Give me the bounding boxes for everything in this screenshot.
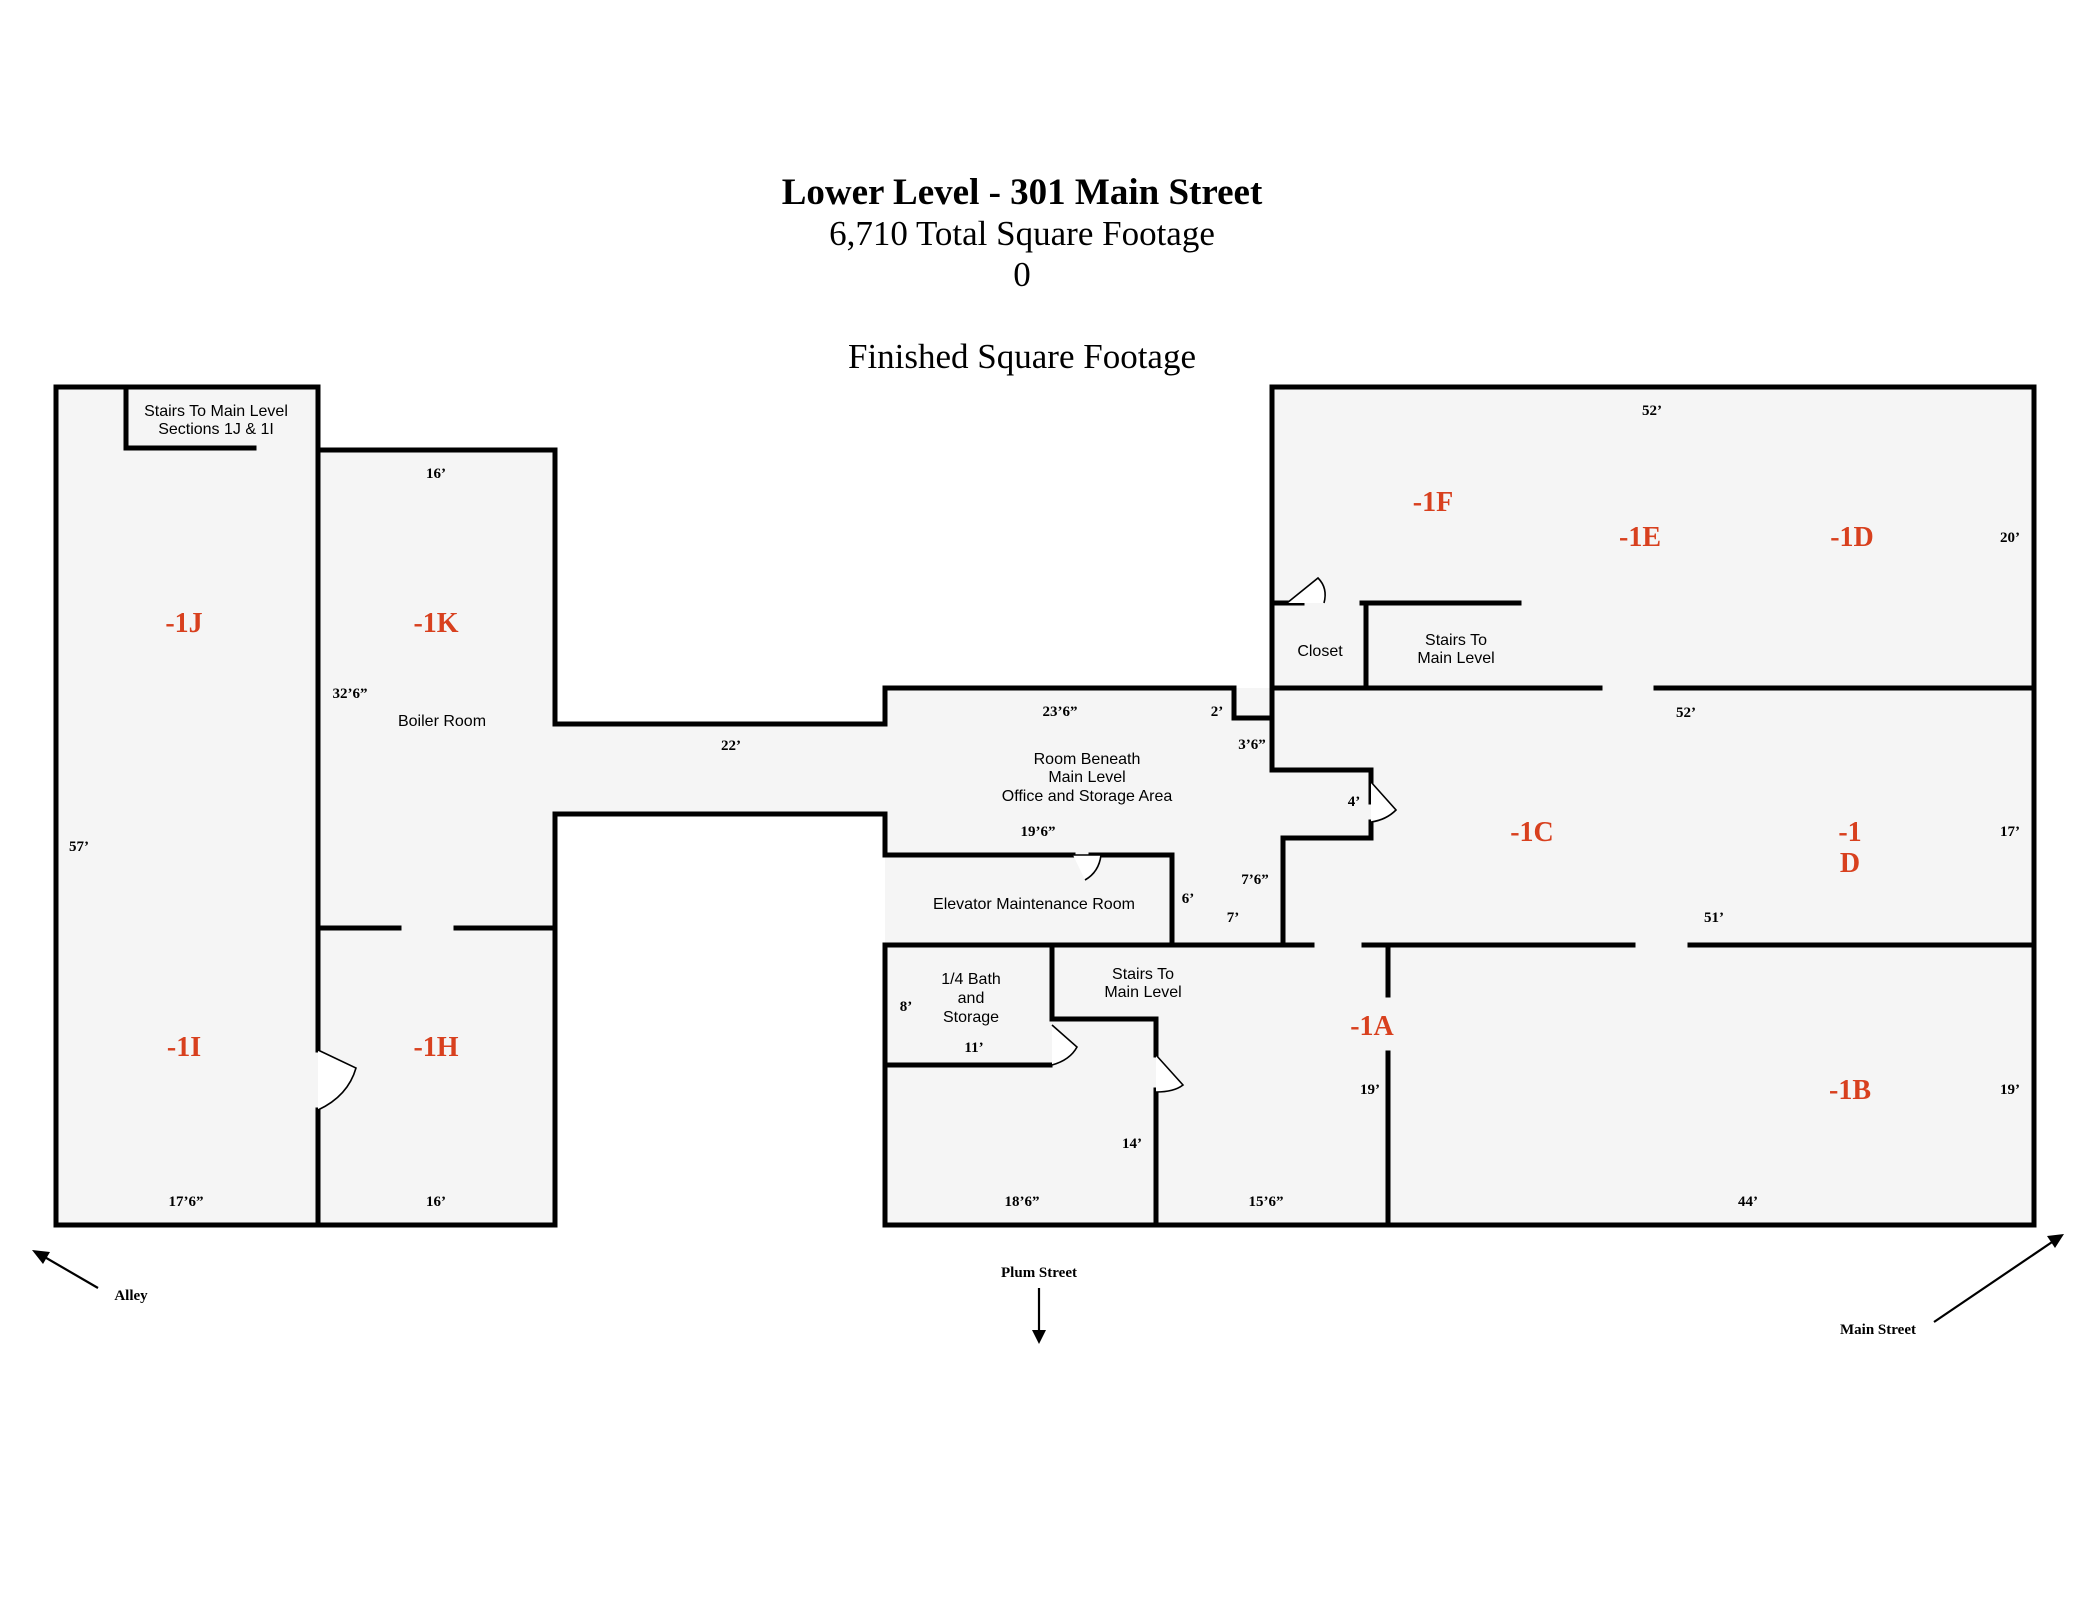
dim-elev-side: 6’	[1182, 891, 1195, 907]
unit-1f: -1F	[1413, 487, 1453, 518]
bath-label-line1: 1/4 Bath	[941, 971, 1001, 988]
dim-seven-six: 7’6”	[1241, 872, 1269, 888]
dim-d-20: 20’	[2000, 530, 2020, 546]
street-markers: Alley Plum Street Main Street	[32, 1234, 2064, 1344]
dim-mid-51: 51’	[1704, 910, 1724, 926]
unit-1i: -1I	[167, 1032, 201, 1063]
elevator-room-label: Elevator Maintenance Room	[933, 896, 1135, 913]
room-beneath-label-line2: Main Level	[1048, 769, 1125, 786]
dim-bath-8: 8’	[900, 999, 913, 1015]
boiler-room-label: Boiler Room	[398, 713, 486, 730]
doors	[317, 576, 1398, 1111]
dimension-labels: 16’ 32’6” 57’ 17’6” 16’ 22’ 23’6” 2’ 3’6…	[69, 403, 2020, 1210]
dim-bath-11: 11’	[964, 1040, 983, 1056]
plum-street-label: Plum Street	[1001, 1265, 1077, 1281]
door-stairs-mid	[1155, 1054, 1185, 1093]
stairs-right-label-line1: Stairs To	[1425, 632, 1487, 649]
finished-sqft-label: Finished Square Footage	[848, 337, 1196, 376]
dim-bottom-15-6: 15’6”	[1249, 1194, 1284, 1210]
plan-title: Lower Level - 301 Main Street	[782, 172, 1263, 213]
dim-h-bottom: 16’	[426, 1194, 446, 1210]
alley-label: Alley	[114, 1288, 148, 1304]
dim-corridor: 22’	[721, 738, 741, 754]
dim-bottom-44: 44’	[1738, 1194, 1758, 1210]
main-street-arrow	[1933, 1237, 2059, 1323]
unit-1h: -1H	[413, 1032, 458, 1063]
dim-fourteen: 14’	[1122, 1136, 1142, 1152]
unit-1c: -1C	[1510, 817, 1554, 848]
dim-k-side: 32’6”	[333, 686, 368, 702]
alley-arrowhead	[32, 1250, 50, 1264]
dim-seven: 7’	[1227, 910, 1240, 926]
unit-1e: -1E	[1619, 522, 1661, 553]
closet-label: Closet	[1297, 643, 1343, 660]
door-closet	[1286, 576, 1326, 604]
unit-1a: -1A	[1350, 1011, 1394, 1042]
dim-k-top: 16’	[426, 466, 446, 482]
unit-1d-second-line1: -1	[1838, 817, 1861, 848]
total-sqft: 6,710 Total Square Footage	[829, 214, 1215, 253]
plum-street-arrowhead	[1032, 1330, 1046, 1344]
bath-label-line3: Storage	[943, 1009, 999, 1026]
unit-1j: -1J	[165, 608, 202, 639]
door-bath	[1051, 1024, 1079, 1066]
room-beneath-label-line1: Room Beneath	[1034, 751, 1141, 768]
door-elevator	[1073, 854, 1102, 881]
unit-1b: -1B	[1829, 1075, 1871, 1106]
main-street-arrowhead	[2047, 1234, 2064, 1248]
dim-beneath-bottom: 19’6”	[1021, 824, 1056, 840]
stairs-left-label-line2: Sections 1J & 1I	[158, 421, 274, 438]
dim-notch-top: 2’	[1211, 704, 1224, 720]
stairs-mid-label-line2: Main Level	[1104, 984, 1181, 1001]
unit-1d-second-line2: D	[1840, 848, 1860, 879]
room-labels: Stairs To Main Level Sections 1J & 1I Bo…	[144, 403, 1495, 1026]
dim-beneath-top: 23’6”	[1043, 704, 1078, 720]
finished-sqft-value: 0	[1013, 255, 1031, 294]
dim-door-4: 4’	[1348, 794, 1361, 810]
dim-bottom-18-6: 18’6”	[1005, 1194, 1040, 1210]
room-beneath-label-line3: Office and Storage Area	[1002, 788, 1173, 805]
dim-notch-side: 3’6”	[1238, 737, 1266, 753]
unit-1k: -1K	[413, 608, 458, 639]
floor-area	[56, 387, 2034, 1225]
dim-top-52: 52’	[1642, 403, 1662, 419]
dim-d2-17: 17’	[2000, 824, 2020, 840]
unit-labels: -1J -1K -1I -1H -1F -1E -1D -1C -1 D -1A…	[165, 487, 1873, 1106]
stairs-mid-label-line1: Stairs To	[1112, 966, 1174, 983]
stairs-left-label-line1: Stairs To Main Level	[144, 403, 288, 420]
dim-mid-52: 52’	[1676, 705, 1696, 721]
unit-1d: -1D	[1830, 522, 1874, 553]
main-street-label: Main Street	[1840, 1322, 1916, 1338]
bath-label-line2: and	[958, 990, 985, 1007]
dim-a-19: 19’	[1360, 1082, 1380, 1098]
dim-j-side: 57’	[69, 839, 89, 855]
dim-i-bottom: 17’6”	[169, 1194, 204, 1210]
stairs-right-label-line2: Main Level	[1417, 650, 1494, 667]
door-1i-1h	[317, 1049, 357, 1111]
dim-b-19: 19’	[2000, 1082, 2020, 1098]
door-1c	[1370, 781, 1398, 823]
